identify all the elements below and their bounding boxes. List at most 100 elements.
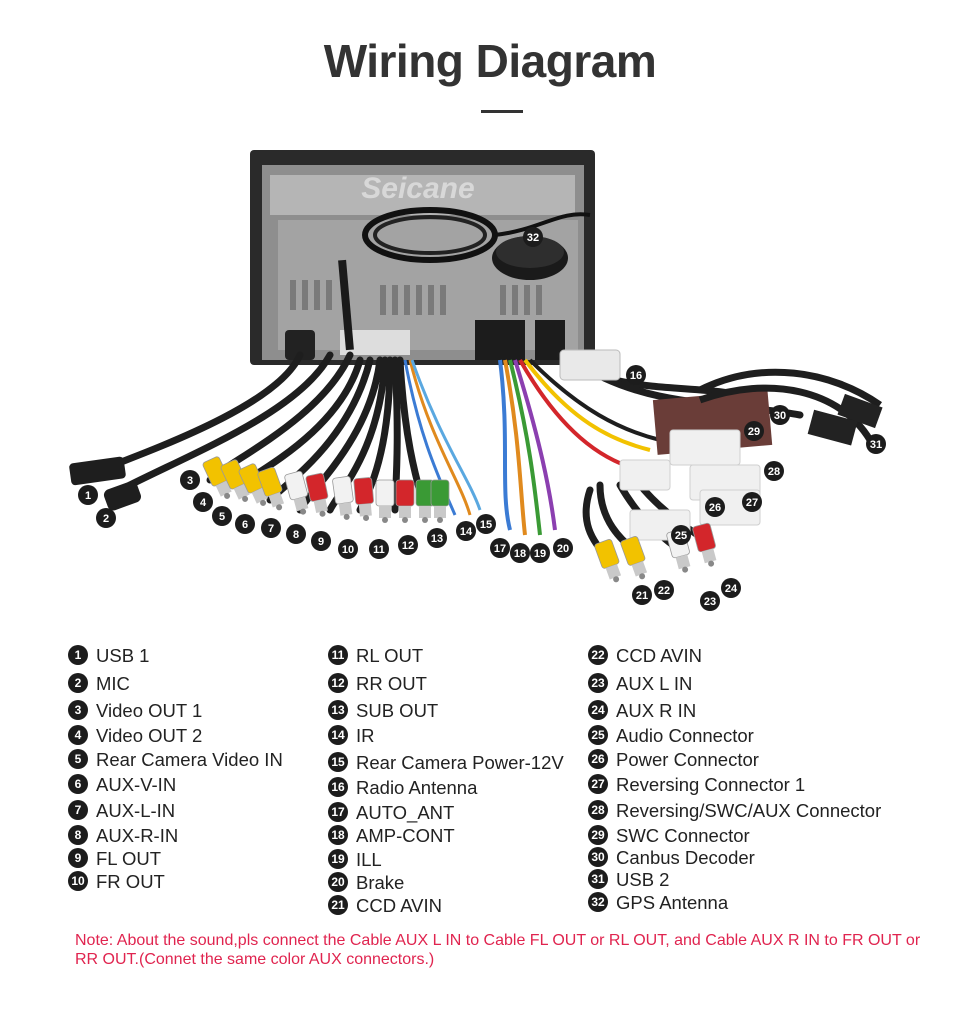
legend-label: USB 2 [616, 869, 670, 890]
diagram-badge-number: 20 [557, 543, 569, 555]
legend-label: Rear Camera Video IN [96, 749, 283, 770]
rca-plug [395, 479, 415, 523]
diagram-badge-28: 28 [764, 461, 784, 481]
legend-label: Brake [356, 872, 405, 893]
legend-label: AUX L IN [616, 673, 693, 694]
rca-plug [353, 477, 374, 521]
legend-item-23: 23 AUX L IN [588, 673, 692, 695]
legend-number-badge: 28 [588, 800, 608, 821]
legend-number-badge: 6 [68, 774, 88, 795]
rca-plug [620, 536, 648, 580]
rca-plug [415, 479, 435, 523]
radio-antenna-plug [559, 349, 621, 381]
legend-number-badge: 20 [328, 872, 348, 893]
gps-antenna [362, 207, 591, 280]
diagram-badge-number: 18 [514, 548, 526, 560]
rca-plug [375, 479, 395, 523]
legend-label: AMP-CONT [356, 825, 455, 846]
legend-item-6: 6 AUX-V-IN [68, 774, 176, 796]
diagram-badge-26: 26 [705, 497, 725, 517]
legend-label: SUB OUT [356, 700, 439, 721]
diagram-badge-number: 13 [431, 533, 443, 545]
legend-label: FR OUT [96, 871, 165, 892]
legend-number-badge: 17 [328, 802, 348, 823]
usb-1-cable-end [69, 456, 141, 511]
legend-item-13: 13 SUB OUT [328, 700, 438, 722]
legend-label: CCD AVIN [356, 895, 443, 916]
legend-label: SWC Connector [616, 825, 750, 846]
diagram-badge-number: 2 [103, 513, 109, 525]
legend-label: AUX-V-IN [96, 774, 177, 795]
legend-label: AUTO_ANT [356, 802, 455, 823]
diagram-badge-19: 19 [530, 543, 550, 563]
legend-label: FL OUT [96, 848, 162, 869]
legend-item-19: 19 ILL [328, 849, 382, 871]
diagram-badge-18: 18 [510, 543, 530, 563]
rca-plug [202, 456, 232, 499]
diagram-badge-number: 25 [675, 530, 687, 542]
rca-plug [238, 463, 268, 506]
wiring-diagram-illustration: Seicane [0, 140, 980, 620]
legend-number-badge: 19 [328, 849, 348, 870]
legend-label: CCD AVIN [616, 645, 703, 666]
diagram-badge-30: 30 [770, 405, 790, 425]
legend-number-badge: 3 [68, 700, 88, 721]
legend-label: Rear Camera Power-12V [356, 752, 564, 773]
diagram-badge-7: 7 [261, 518, 281, 538]
diagram-badge-number: 27 [746, 497, 758, 509]
legend-item-20: 20 Brake [328, 872, 404, 894]
diagram-badge-number: 1 [85, 490, 91, 502]
diagram-badge-1: 1 [78, 485, 98, 505]
diagram-badge-number: 28 [768, 466, 780, 478]
legend-label: MIC [96, 673, 130, 694]
diagram-badge-17: 17 [490, 538, 510, 558]
legend-number-badge: 22 [588, 645, 608, 666]
rod-antenna [338, 259, 354, 351]
diagram-badge-number: 16 [630, 370, 642, 382]
legend-number-badge: 8 [68, 825, 88, 846]
legend-label: Radio Antenna [356, 777, 478, 798]
diagram-badge-number: 10 [342, 544, 354, 556]
legend-number-badge: 24 [588, 700, 608, 721]
diagram-badge-29: 29 [744, 421, 764, 441]
legend-number-badge: 15 [328, 752, 348, 773]
legend-number-badge: 2 [68, 673, 88, 694]
legend-number-badge: 25 [588, 725, 608, 746]
rca-plugs-left [202, 456, 450, 523]
legend-number-badge: 21 [328, 895, 348, 916]
diagram-badge-22: 22 [654, 580, 674, 600]
legend-number-badge: 13 [328, 700, 348, 721]
legend-label: Video OUT 1 [96, 700, 203, 721]
legend-label: ILL [356, 849, 382, 870]
legend-item-2: 2 MIC [68, 673, 130, 695]
diagram-badge-number: 3 [187, 475, 193, 487]
diagram-badge-3: 3 [180, 470, 200, 490]
legend-label: Reversing/SWC/AUX Connector [616, 800, 882, 821]
title-underline [481, 110, 523, 113]
diagram-badge-number: 26 [709, 502, 721, 514]
legend-item-22: 22 CCD AVIN [588, 645, 702, 667]
legend-number-badge: 11 [328, 645, 348, 666]
legend-number-badge: 23 [588, 673, 608, 694]
diagram-badge-number: 30 [774, 410, 786, 422]
legend-label: AUX-L-IN [96, 800, 176, 821]
diagram-badge-number: 32 [527, 232, 539, 244]
diagram-badge-number: 24 [725, 583, 738, 595]
diagram-badge-15: 15 [476, 514, 496, 534]
diagram-badge-21: 21 [632, 585, 652, 605]
diagram-badge-number: 19 [534, 548, 546, 560]
legend-item-8: 8 AUX-R-IN [68, 825, 178, 847]
diagram-badge-number: 12 [402, 540, 414, 552]
legend-label: AUX-R-IN [96, 825, 179, 846]
